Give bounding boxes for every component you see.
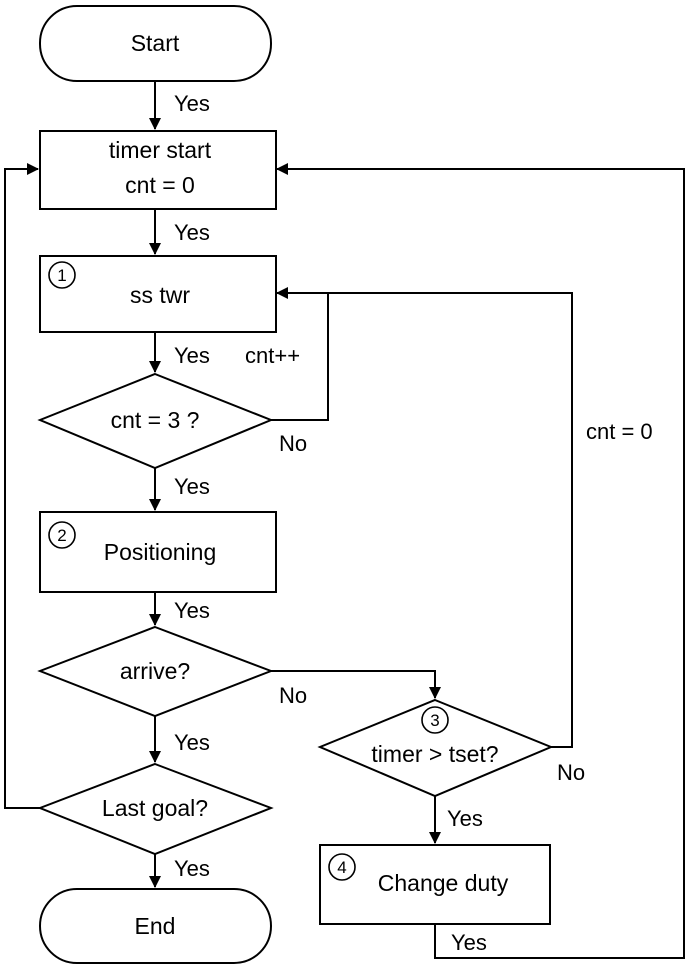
edge-cnt-no-loop <box>271 287 329 421</box>
change-duty-node: 4 Change duty <box>319 844 551 925</box>
step-4-marker <box>328 853 356 881</box>
edge-label-positioning-yes: Yes <box>174 598 210 623</box>
edge-label-timer-yes: Yes <box>447 806 483 831</box>
cnt-check-node: cnt = 3 ? <box>37 372 274 470</box>
start-node: Start <box>39 5 272 82</box>
edge-arrive-no-to-timer-check <box>271 670 441 699</box>
edge-label-arrive-yes: Yes <box>174 730 210 755</box>
step-3-marker <box>421 706 449 734</box>
change-duty-label: Change duty <box>378 870 509 896</box>
edge-label-timer-start-yes: Yes <box>174 220 210 245</box>
edge-label-cnt-no: No <box>279 431 307 456</box>
edge-label-change-duty-yes: Yes <box>451 930 487 955</box>
timer-start-cnt-label: cnt = 0 <box>125 172 195 198</box>
edge-label-start-yes: Yes <box>174 91 210 116</box>
edge-label-last-goal-yes: Yes <box>174 856 210 881</box>
arrive-label: arrive? <box>120 658 190 684</box>
positioning-node: 2 Positioning <box>39 511 277 593</box>
ss-twr-node: 1 ss twr <box>39 255 277 333</box>
end-label: End <box>135 913 176 939</box>
start-label: Start <box>131 30 180 56</box>
edge-label-arrive-no: No <box>279 683 307 708</box>
step-1-number: 1 <box>57 266 66 285</box>
edge-label-cnt-yes: Yes <box>174 474 210 499</box>
timer-start-node: timer start cnt = 0 <box>39 130 277 210</box>
step-3-number: 3 <box>430 711 439 730</box>
edge-label-ss-twr-yes: Yes <box>174 343 210 368</box>
edge-timer-no-loop <box>328 292 573 748</box>
last-goal-label: Last goal? <box>102 795 208 821</box>
step-2-marker <box>48 521 76 549</box>
step-2-number: 2 <box>57 526 66 545</box>
step-1-marker <box>48 261 76 289</box>
edge-last-goal-loop <box>4 163 40 809</box>
timer-check-label: timer > tset? <box>371 741 498 767</box>
edge-change-duty-reset-loop <box>276 163 685 959</box>
positioning-label: Positioning <box>104 539 217 565</box>
edge-label-cnt-increment: cnt++ <box>245 343 300 368</box>
timer-start-label: timer start <box>109 137 212 163</box>
step-4-number: 4 <box>337 858 346 877</box>
end-node: End <box>39 888 272 964</box>
timer-check-node: 3 timer > tset? <box>317 698 554 798</box>
arrive-node: arrive? <box>37 625 274 718</box>
edge-label-timer-no: No <box>557 760 585 785</box>
last-goal-node: Last goal? <box>37 762 274 856</box>
cnt-check-label: cnt = 3 ? <box>111 407 200 433</box>
ss-twr-label: ss twr <box>130 282 190 308</box>
edge-label-reset-cnt: cnt = 0 <box>586 419 653 444</box>
